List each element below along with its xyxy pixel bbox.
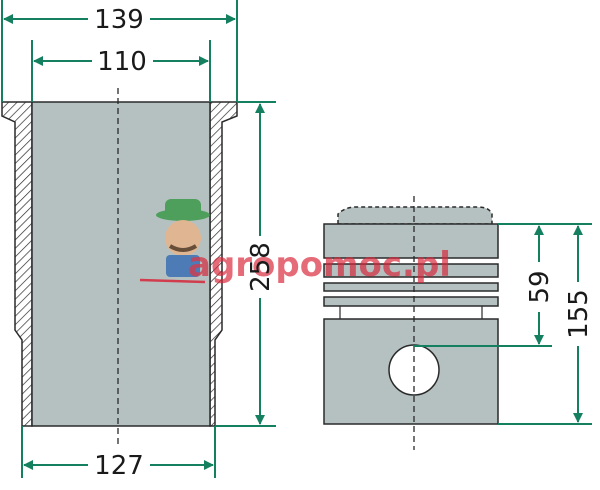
dim-liner-outer-top: 139 [94,5,144,35]
piston-top-land [323,223,499,259]
piston [323,196,499,450]
dim-liner-outer-bottom: 127 [94,451,144,481]
farmer-mascot-icon [139,199,210,284]
liner-left-wall [1,101,33,427]
dim-piston-compression-height: 59 [525,270,555,303]
dimension-labels: 139 110 127 258 155 59 [94,5,594,481]
watermark-brand: agropomoc.pl [188,245,451,285]
dim-liner-bore: 110 [97,47,147,77]
dim-piston-height: 155 [564,289,594,339]
liner-right-wall [209,101,238,427]
dim-liner-length: 258 [246,242,276,292]
dimension-lines [1,0,592,478]
watermark: agropomoc.pl [139,199,451,285]
piston-ring-land-1 [323,263,499,278]
piston-ring-land-3 [323,296,499,307]
piston-crown [337,206,493,225]
piston-ring-land-2 [323,282,499,292]
